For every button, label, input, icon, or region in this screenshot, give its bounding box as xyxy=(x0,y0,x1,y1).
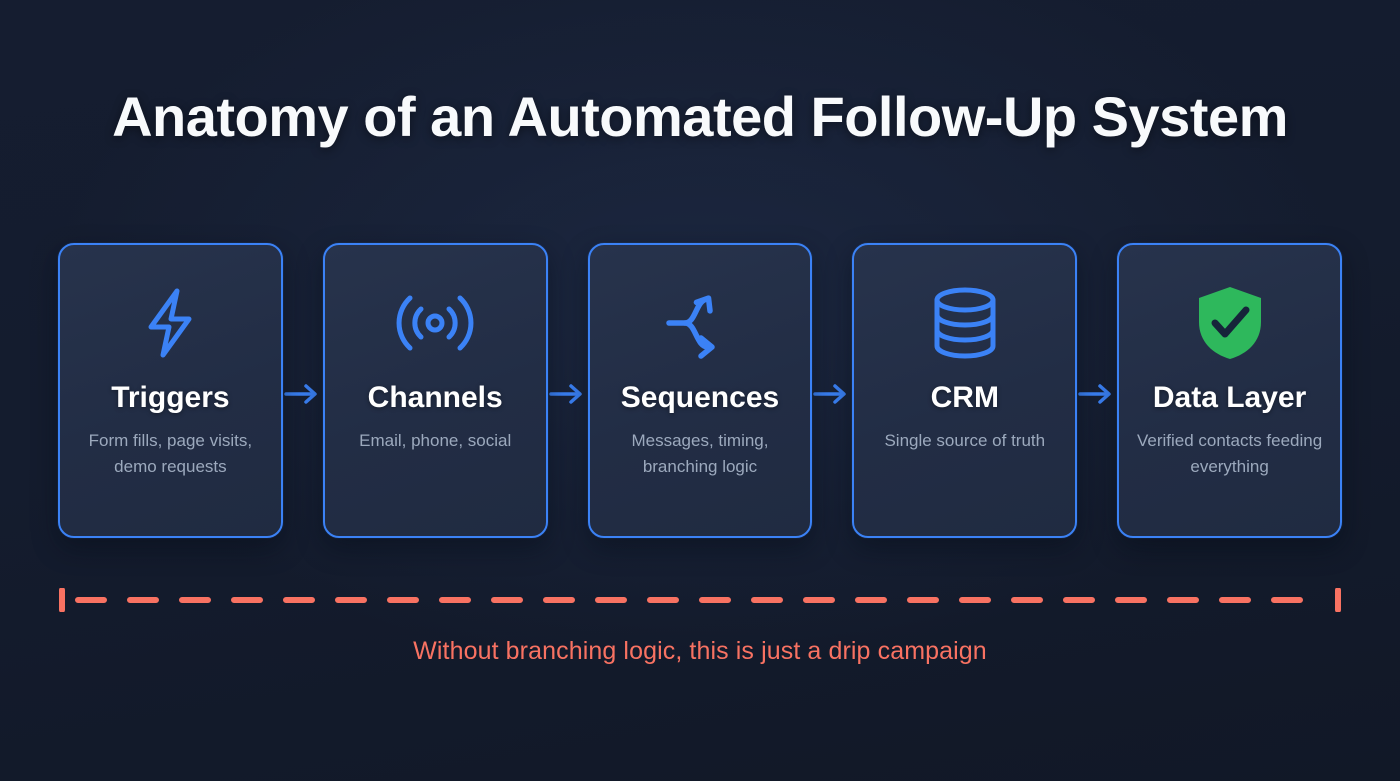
title-container: Anatomy of an Automated Follow-Up System xyxy=(0,85,1400,149)
connector-arrow-1 xyxy=(283,381,323,407)
arrow-right-icon xyxy=(548,383,582,404)
card-description: Email, phone, social xyxy=(359,431,512,450)
pipeline-card-crm[interactable]: CRM Single source of truth xyxy=(852,243,1078,538)
broadcast-signal-icon xyxy=(395,283,475,363)
pipeline-card-triggers[interactable]: Triggers Form fills, page visits, demo r… xyxy=(58,243,283,538)
separator-caption: Without branching logic, this is just a … xyxy=(413,637,987,665)
arrow-right-icon xyxy=(1078,383,1111,404)
shuffle-branch-icon xyxy=(660,283,740,363)
lightning-bolt-icon xyxy=(130,283,210,363)
page-title: Anatomy of an Automated Follow-Up System xyxy=(112,85,1288,148)
shield-check-icon xyxy=(1190,283,1270,363)
arrow-right-icon xyxy=(813,383,847,404)
database-icon xyxy=(925,283,1005,363)
card-description: Messages, timing, branching logic xyxy=(631,431,769,477)
pipeline-row: Triggers Form fills, page visits, demo r… xyxy=(58,243,1342,538)
dashed-separator xyxy=(58,588,1342,612)
card-title: CRM xyxy=(930,381,999,414)
connector-arrow-4 xyxy=(1077,381,1117,407)
pipeline-card-sequences[interactable]: Sequences Messages, timing, branching lo… xyxy=(587,243,813,538)
arrow-right-icon xyxy=(284,383,317,404)
card-title: Data Layer xyxy=(1152,381,1307,414)
card-title: Sequences xyxy=(620,381,780,414)
card-description: Single source of truth xyxy=(884,431,1046,450)
connector-arrow-2 xyxy=(548,381,588,407)
pipeline-card-data-layer[interactable]: Data Layer Verified contacts feeding eve… xyxy=(1117,243,1342,538)
card-title: Triggers xyxy=(111,381,230,414)
card-description: Form fills, page visits, demo requests xyxy=(88,431,253,477)
card-title: Channels xyxy=(367,381,503,414)
card-description: Verified contacts feeding everything xyxy=(1136,431,1323,477)
pipeline-card-channels[interactable]: Channels Email, phone, social xyxy=(322,243,548,538)
connector-arrow-3 xyxy=(812,381,852,407)
